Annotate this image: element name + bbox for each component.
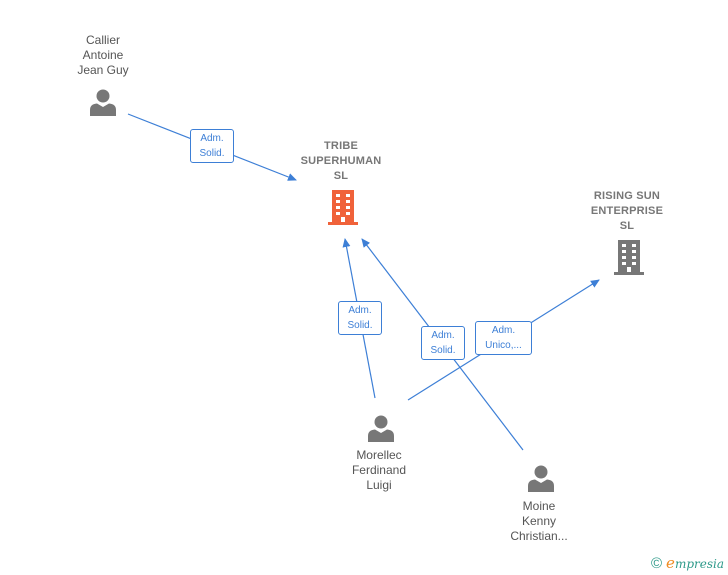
edge-label-line1: Adm. [200, 133, 224, 144]
building-icon[interactable] [327, 189, 359, 225]
building-icon[interactable] [613, 239, 645, 275]
edge-label-line2: Solid. [347, 320, 373, 331]
edge-label-line2: Unico,... [485, 340, 522, 351]
edge-label-moine-tribe[interactable]: Adm. Solid. [421, 326, 465, 360]
company-rising-line2: ENTERPRISE [590, 205, 664, 217]
person-morellec-line3: Luigi [366, 478, 392, 492]
edge-label-line2: Solid. [430, 345, 456, 356]
edge-label-line1: Adm. [348, 305, 372, 316]
brand-watermark: © empresia [651, 554, 724, 572]
person-callier-line3: Jean Guy [77, 63, 129, 77]
person-moine-line3: Christian... [510, 529, 568, 543]
company-tribe-line2: SUPERHUMAN [300, 155, 382, 167]
person-callier-line2: Antoine [82, 48, 124, 62]
company-tribe-name[interactable]: TRIBE SUPERHUMAN SL [271, 139, 411, 184]
person-morellec-name[interactable]: Morellec Ferdinand Luigi [309, 448, 449, 493]
person-moine-line1: Moine [522, 499, 556, 513]
brand-logo[interactable]: empresia [666, 554, 724, 572]
person-morellec-line1: Morellec [356, 448, 402, 462]
company-tribe-line1: TRIBE [324, 140, 358, 152]
person-icon[interactable] [526, 463, 556, 493]
person-callier-name[interactable]: Callier Antoine Jean Guy [33, 33, 173, 78]
person-moine-line2: Kenny [521, 514, 557, 528]
copyright-icon: © [650, 554, 663, 572]
company-tribe-line3: SL [333, 170, 349, 182]
brand-logo-letter: e [666, 554, 675, 572]
brand-logo-text: mpresia [674, 557, 724, 571]
edge-label-line2: Solid. [199, 148, 225, 159]
person-callier-line1: Callier [85, 33, 120, 47]
company-rising-line1: RISING SUN [593, 190, 661, 202]
edge-label-morellec-rising[interactable]: Adm. Unico,... [475, 321, 532, 355]
edge-label-line1: Adm. [491, 325, 516, 336]
person-icon[interactable] [366, 413, 396, 443]
person-icon[interactable] [88, 87, 118, 117]
edge-label-callier-tribe[interactable]: Adm. Solid. [190, 129, 234, 163]
edge-label-morellec-tribe[interactable]: Adm. Solid. [338, 301, 382, 335]
edge-label-line1: Adm. [431, 330, 455, 341]
company-rising-name[interactable]: RISING SUN ENTERPRISE SL [557, 189, 697, 234]
person-morellec-line2: Ferdinand [351, 463, 407, 477]
person-moine-name[interactable]: Moine Kenny Christian... [469, 499, 609, 544]
company-rising-line3: SL [619, 220, 635, 232]
